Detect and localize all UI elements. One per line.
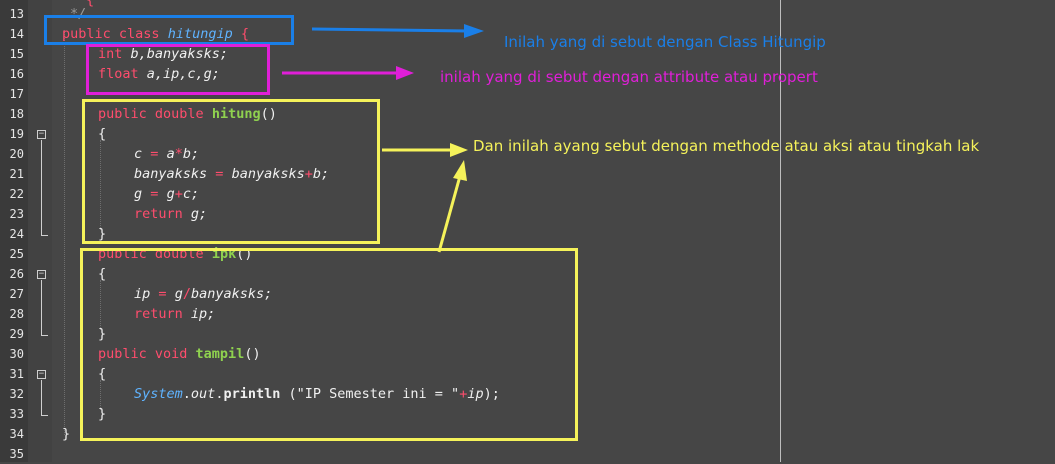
line-number: 28 xyxy=(9,307,24,321)
line-number: 15 xyxy=(9,47,24,61)
code-line-34: } xyxy=(62,426,71,442)
method-name-hitung: hitung xyxy=(211,106,261,122)
line-number: 18 xyxy=(9,107,24,121)
line-number: 16 xyxy=(9,67,24,81)
fold-column xyxy=(28,0,52,462)
fold-line xyxy=(41,280,42,335)
method-group-highlight-box xyxy=(80,248,578,441)
attribute-annotation-label: inilah yang di sebut dengan attribute at… xyxy=(440,68,818,86)
arrow-head-class xyxy=(464,24,484,38)
code-line-12: { xyxy=(86,0,95,8)
arrow-head-method-group xyxy=(453,160,467,181)
line-number: 21 xyxy=(9,167,24,181)
line-number: 27 xyxy=(9,287,24,301)
code-line-28: return ip; xyxy=(134,306,216,322)
line-number: 32 xyxy=(9,387,24,401)
code-line-33: } xyxy=(98,406,107,422)
line-number: 19 xyxy=(9,127,24,141)
method-name-tampil: tampil xyxy=(195,346,245,362)
right-margin-line xyxy=(780,0,781,462)
line-number: 31 xyxy=(9,367,24,381)
code-line-16: float a,ip,c,g; xyxy=(98,66,220,82)
arrow-head-attribute xyxy=(396,66,414,80)
code-line-18: public double hitung() xyxy=(98,106,277,122)
line-number: 24 xyxy=(9,227,24,241)
code-line-29: } xyxy=(98,326,107,342)
fold-line xyxy=(41,380,42,415)
fold-line xyxy=(41,140,42,235)
code-line-31: { xyxy=(98,366,107,382)
indent-guide xyxy=(64,30,65,435)
line-number: 33 xyxy=(9,407,24,421)
indent-guide xyxy=(100,380,101,410)
fold-toggle-ipk[interactable]: − xyxy=(37,269,46,279)
attribute-highlight-box xyxy=(86,44,270,95)
fold-end xyxy=(41,235,48,236)
line-number: 30 xyxy=(9,347,24,361)
arrow-head-method-hitung xyxy=(450,143,468,157)
code-line-21: banyaksks = banyaksks+b; xyxy=(134,166,330,182)
code-line-14: public class hitungip { xyxy=(62,26,249,42)
code-line-15: int b,banyaksks; xyxy=(98,46,229,62)
code-line-13: */ xyxy=(70,6,87,22)
fold-end xyxy=(41,335,48,336)
code-line-23: return g; xyxy=(134,206,208,222)
code-line-22: g = g+c; xyxy=(134,186,200,202)
code-line-26: { xyxy=(98,266,107,282)
code-line-24: } xyxy=(98,226,107,242)
line-number-gutter xyxy=(0,0,28,462)
line-number: 13 xyxy=(9,7,24,21)
class-annotation-label: Inilah yang di sebut dengan Class Hitung… xyxy=(504,33,826,51)
code-line-27: ip = g/banyaksks; xyxy=(134,286,273,302)
line-number: 25 xyxy=(9,247,24,261)
line-number: 20 xyxy=(9,147,24,161)
fold-toggle-hitung[interactable]: − xyxy=(37,129,46,139)
line-number: 17 xyxy=(9,87,24,101)
fold-toggle-tampil[interactable]: − xyxy=(37,369,46,379)
method-annotation-label: Dan inilah ayang sebut dengan methode at… xyxy=(473,137,980,155)
line-number: 22 xyxy=(9,187,24,201)
indent-guide xyxy=(100,280,101,330)
line-number: 35 xyxy=(9,447,24,461)
arrow-class xyxy=(311,27,469,33)
line-number: 29 xyxy=(9,327,24,341)
method-hitung-highlight-box xyxy=(82,99,380,244)
line-number: 23 xyxy=(9,207,24,221)
line-number: 26 xyxy=(9,267,24,281)
indent-guide xyxy=(100,140,101,230)
class-highlight-box xyxy=(44,15,294,45)
class-name: hitungip xyxy=(167,26,233,42)
code-line-20: c = a*b; xyxy=(134,146,200,162)
arrow-method-group xyxy=(437,175,462,253)
code-line-19: { xyxy=(98,126,107,142)
fold-end xyxy=(41,415,48,416)
line-number: 34 xyxy=(9,427,24,441)
code-line-30: public void tampil() xyxy=(98,346,261,362)
line-number: 14 xyxy=(9,27,24,41)
code-line-32: System.out.println ("IP Semester ini = "… xyxy=(134,386,500,402)
